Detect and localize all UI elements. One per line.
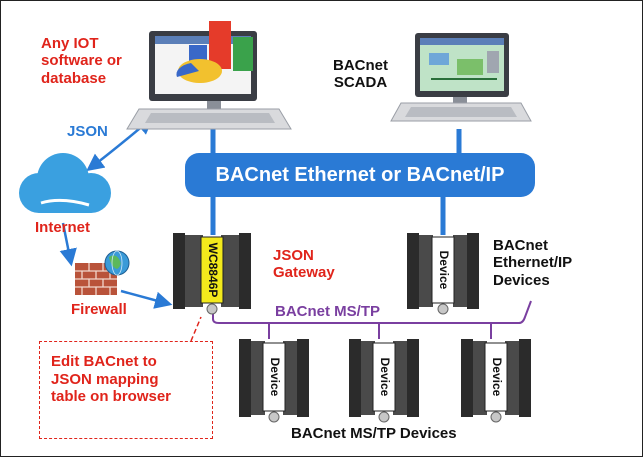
gateway-label: JSON Gateway (273, 247, 335, 282)
mstp-device-module-2 (349, 339, 419, 423)
callout-text: Edit BACnet to JSON mapping table on bro… (51, 353, 172, 406)
mstp-device-label-3: Device (490, 358, 504, 397)
mstp-device-label-2: Device (378, 358, 392, 397)
callout-box (39, 341, 213, 439)
iot-label: Any IOT software or database (41, 35, 122, 87)
gateway-model-label: WC8846P (206, 243, 220, 298)
scada-screen-icon (390, 33, 532, 122)
internet-label: Internet (35, 219, 91, 236)
mstp-device-label-1: Device (268, 358, 282, 397)
chart-icon (176, 21, 253, 83)
cloud-icon (19, 153, 111, 213)
bus-label: BACnet Ethernet or BACnet/IP (215, 163, 505, 186)
scada-label: BACnet SCADA (333, 57, 388, 92)
internet-firewall-arrow (59, 222, 77, 267)
mstp-line-2 (269, 322, 380, 339)
mstp-device-module-1 (239, 339, 309, 423)
gateway-module (173, 233, 251, 315)
ethernet-device-module (407, 233, 479, 315)
json-label: JSON (67, 123, 108, 140)
bacnet-bus: BACnet Ethernet or BACnet/IP (185, 153, 535, 197)
mstp-line-4 (491, 300, 532, 324)
ethernet-devices-label: BACnet Ethernet/IP Devices (493, 237, 573, 289)
mstp-line-3 (379, 322, 492, 339)
mstp-device-module-3 (461, 339, 531, 423)
globe-icon (104, 250, 130, 276)
mstp-label: BACnet MS/TP (275, 303, 380, 320)
eth-device-label: Device (437, 251, 451, 290)
mstp-line-1 (212, 309, 270, 339)
firewall-gateway-arrow (120, 289, 173, 309)
firewall-label: Firewall (71, 301, 127, 318)
mstp-devices-label: BACnet MS/TP Devices (291, 425, 457, 442)
callout-pointer (190, 316, 202, 342)
